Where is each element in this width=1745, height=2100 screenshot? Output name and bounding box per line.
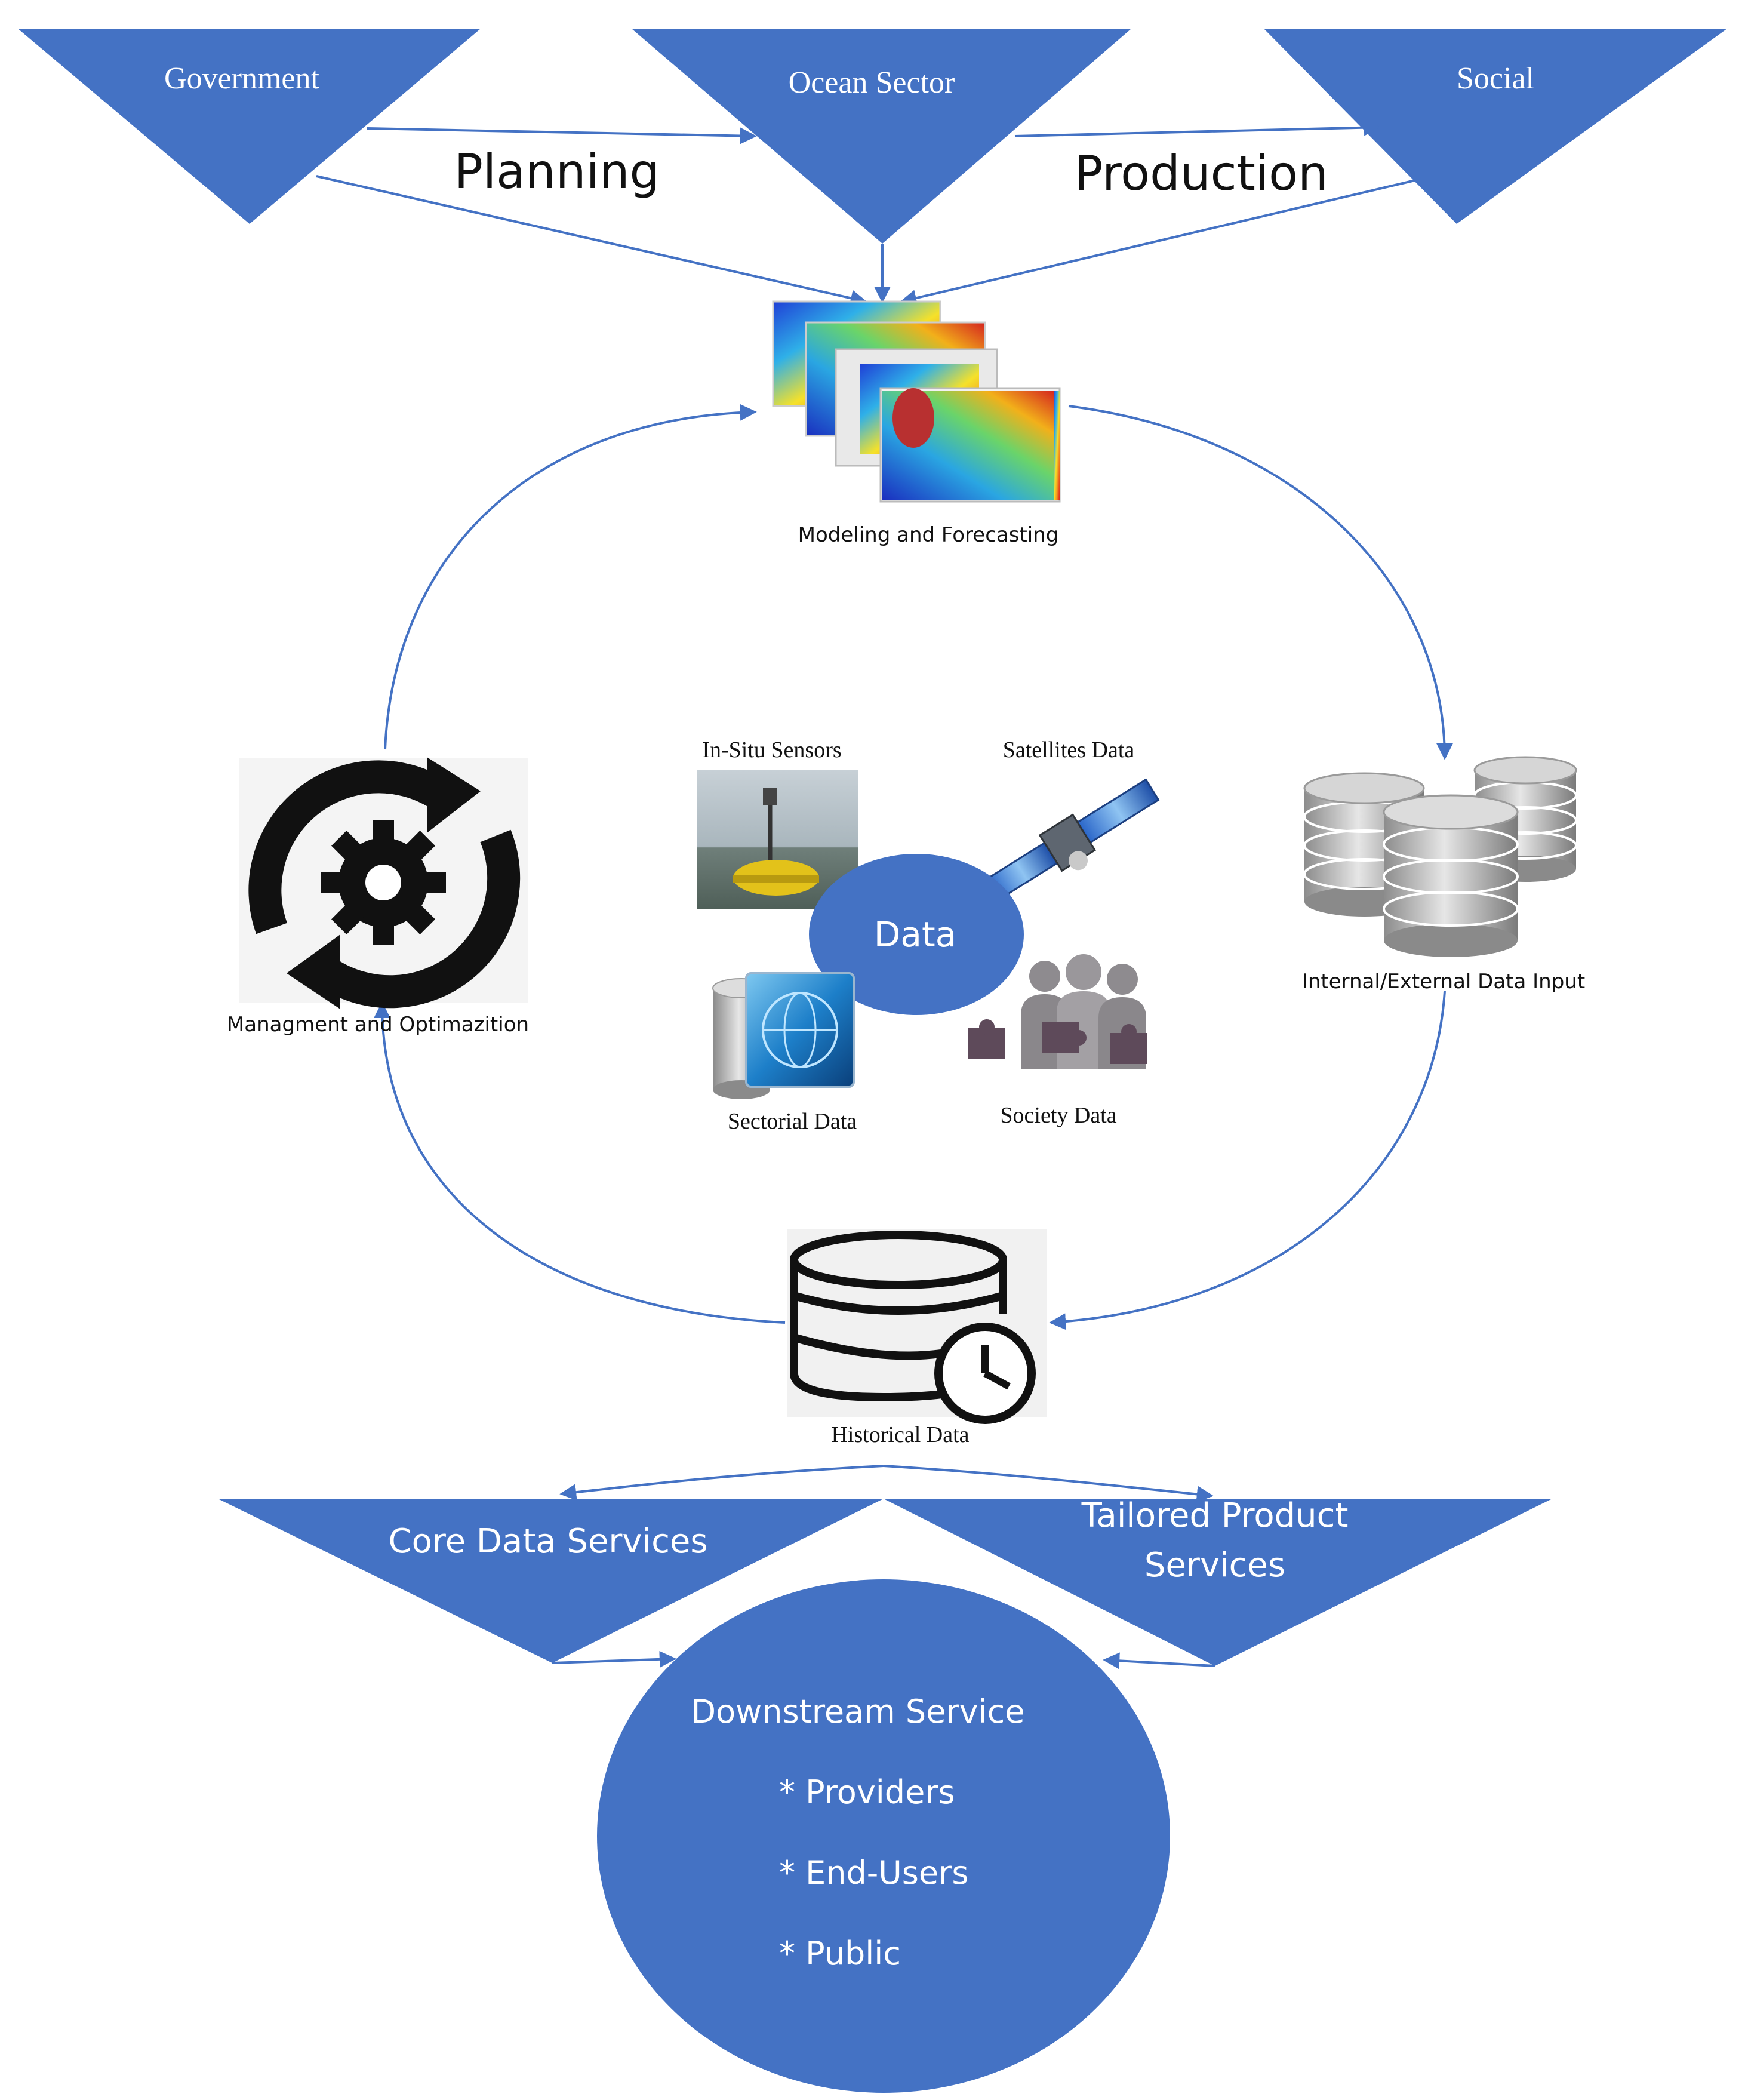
downstream-item-public: * Public xyxy=(779,1935,901,1972)
government-label: Government xyxy=(164,62,319,96)
arrow-to-core-services xyxy=(559,1465,884,1501)
flow-arrow-social-model xyxy=(900,175,1433,306)
cycle-arrows xyxy=(374,404,1453,1330)
stakeholder-flows: Planning Production xyxy=(316,119,1433,307)
planning-label: Planning xyxy=(454,144,660,199)
database-clock-icon xyxy=(787,1229,1047,1424)
downstream-item-end-users: * End-Users xyxy=(779,1854,969,1892)
database-globe-icon xyxy=(712,972,855,1099)
downstream-item-providers: * Providers xyxy=(779,1773,955,1811)
data-hub-circle xyxy=(809,854,1024,1015)
satellite-icon xyxy=(967,767,1176,911)
core-services-label: Core Data Services xyxy=(388,1522,707,1561)
arc-input-to-historical xyxy=(1049,991,1446,1330)
historical-label: Historical Data xyxy=(831,1422,969,1447)
flow-arrow-production xyxy=(1014,119,1381,137)
arrow-to-tailored-services xyxy=(883,1465,1214,1503)
internal-external-label: Internal/External Data Input xyxy=(1302,970,1585,994)
gear-cycle-icon xyxy=(239,757,528,1009)
stakeholder-social: Social xyxy=(1264,29,1727,224)
social-label: Social xyxy=(1457,62,1534,96)
production-label: Production xyxy=(1074,146,1328,201)
stakeholder-government: Government xyxy=(18,29,481,224)
service-flows xyxy=(559,1465,1214,1503)
arrow-tailored-to-downstream xyxy=(1103,1652,1215,1669)
modeling-label: Modeling and Forecasting xyxy=(798,523,1059,547)
in-situ-label: In-Situ Sensors xyxy=(702,737,841,762)
database-stack-icon xyxy=(1303,756,1577,957)
downstream-service: Downstream Service * Providers * End-Use… xyxy=(597,1579,1170,2093)
tailored-services-label-1: Tailored Product xyxy=(1081,1496,1349,1535)
flow-arrow-government-model xyxy=(316,175,867,307)
people-puzzle-icon xyxy=(968,954,1147,1069)
arc-management-to-model xyxy=(384,404,757,750)
core-data-services: Core Data Services xyxy=(218,1499,884,1663)
stakeholder-ocean-sector: Ocean Sector xyxy=(632,29,1131,244)
arc-model-to-input xyxy=(1068,405,1453,760)
satellites-label: Satellites Data xyxy=(1003,737,1135,762)
downstream-title: Downstream Service xyxy=(691,1693,1025,1730)
forecast-maps-icon xyxy=(772,300,1061,503)
society-label: Society Data xyxy=(1000,1103,1116,1128)
tailored-services-label-2: Services xyxy=(1144,1546,1285,1585)
arrow-core-to-downstream xyxy=(552,1650,676,1668)
tailored-product-services: Tailored Product Services xyxy=(884,1496,1552,1666)
management-label: Managment and Optimazition xyxy=(227,1013,529,1037)
ocean-sector-label: Ocean Sector xyxy=(789,66,955,100)
data-hub-label: Data xyxy=(874,914,957,955)
flow-arrow-planning xyxy=(367,127,757,144)
sectorial-label: Sectorial Data xyxy=(728,1109,857,1134)
arc-historical-to-management xyxy=(374,1001,786,1324)
